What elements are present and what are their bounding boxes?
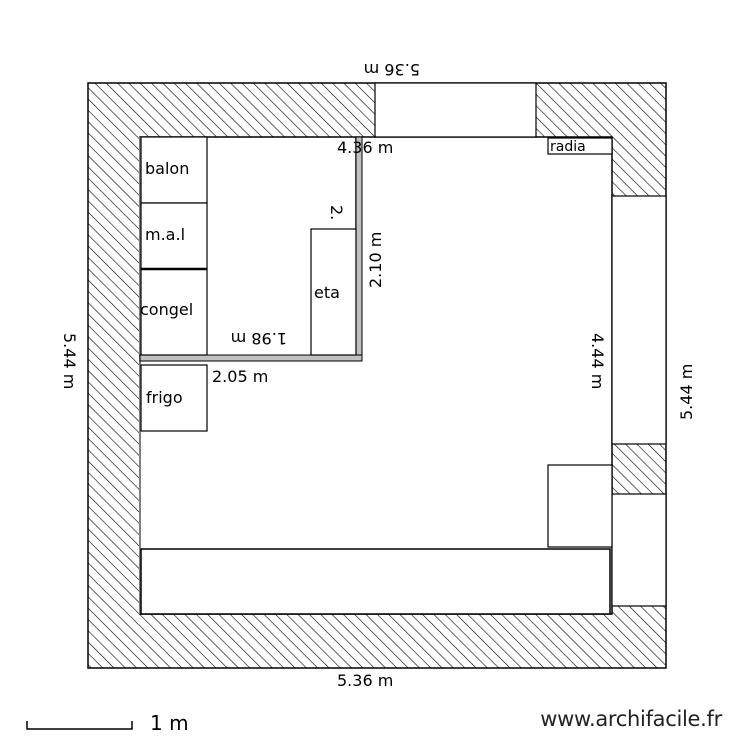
scale-bar: [26, 721, 133, 730]
credit-link[interactable]: www.archifacile.fr: [540, 707, 722, 731]
dim-top-outer: 5.36 m: [364, 60, 420, 79]
partition-vertical-wall: [355, 136, 363, 362]
dim-partition-width: 2.05 m: [212, 367, 268, 386]
dim-partition-height: 2.10 m: [366, 232, 385, 288]
furniture-labels: balon m.a.l congel frigo eta radia: [140, 139, 586, 407]
right-door-lower: [611, 493, 667, 607]
dim-right-outer: 5.44 m: [677, 364, 696, 420]
scale-label: 1 m: [150, 711, 189, 735]
frigo-label: frigo: [146, 388, 183, 407]
dim-left-outer: 5.44 m: [60, 333, 79, 389]
congel-label: congel: [140, 300, 193, 319]
dimension-labels: 5.36 m 4.36 m 5.36 m 5.44 m 5.44 m 4.44 …: [60, 60, 696, 690]
eta-box: [310, 228, 357, 356]
wall-openings: [374, 82, 667, 607]
right-cabinet: [547, 464, 613, 548]
bottom-counter: [140, 548, 611, 615]
top-window: [374, 82, 537, 138]
dim-partition-inner: 1.98 m: [231, 329, 287, 348]
congel-box: [140, 268, 208, 356]
dim-top-inner: 4.36 m: [337, 138, 393, 157]
eta-label: eta: [314, 283, 340, 302]
dim-bottom-outer: 5.36 m: [337, 671, 393, 690]
balon-label: balon: [145, 159, 189, 178]
radia-label: radia: [550, 139, 586, 155]
mal-label: m.a.l: [145, 225, 185, 244]
partition-horizontal-wall: [139, 354, 363, 362]
dim-partition-small: 2.: [327, 205, 346, 220]
dim-right-inner: 4.44 m: [588, 333, 607, 389]
radia-box: [547, 137, 613, 155]
furniture: [140, 136, 613, 615]
right-window-upper: [611, 195, 667, 445]
frigo-box: [140, 364, 208, 432]
